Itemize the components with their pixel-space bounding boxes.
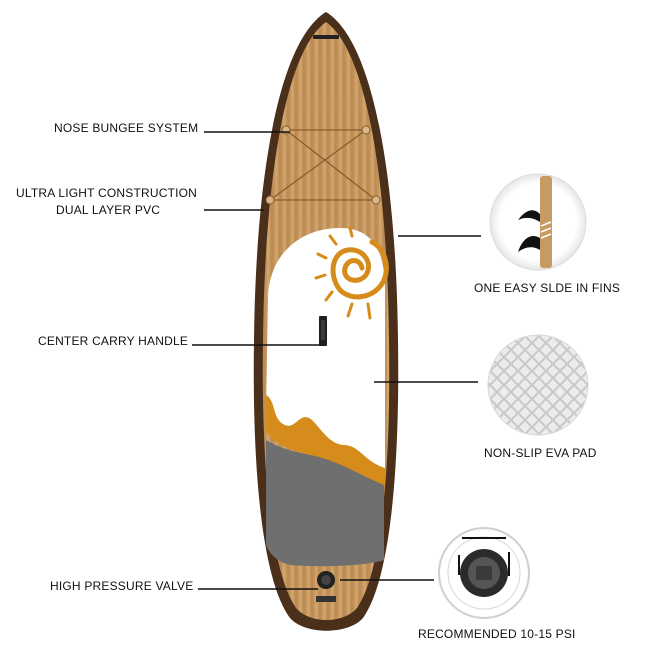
label-high-pressure-valve: HIGH PRESSURE VALVE [50, 579, 194, 593]
nose-logo [313, 35, 339, 39]
label-eva-pad: NON-SLIP EVA PAD [484, 446, 597, 460]
label-construction-line1: ULTRA LIGHT CONSTRUCTION [16, 186, 198, 200]
label-center-handle: CENTER CARRY HANDLE [38, 334, 189, 348]
deck-panel [266, 228, 385, 475]
label-recommended-psi: RECOMMENDED 10-15 PSI [418, 627, 576, 641]
tail-traction-pad [266, 440, 384, 567]
sun-graphic [314, 226, 389, 320]
label-fins: ONE EASY SLDE IN FINS [474, 281, 621, 295]
eva-pad-inset [487, 334, 589, 436]
nose-bungee-cords [269, 129, 377, 201]
leader-lines [192, 131, 481, 590]
center-carry-handle [319, 316, 327, 346]
valve-inset [438, 527, 530, 619]
fin-inset [489, 173, 587, 271]
board-valve [316, 571, 336, 602]
orange-wave [266, 395, 385, 485]
label-construction-line2: DUAL LAYER PVC [56, 203, 161, 217]
label-nose-bungee: NOSE BUNGEE SYSTEM [54, 121, 199, 135]
